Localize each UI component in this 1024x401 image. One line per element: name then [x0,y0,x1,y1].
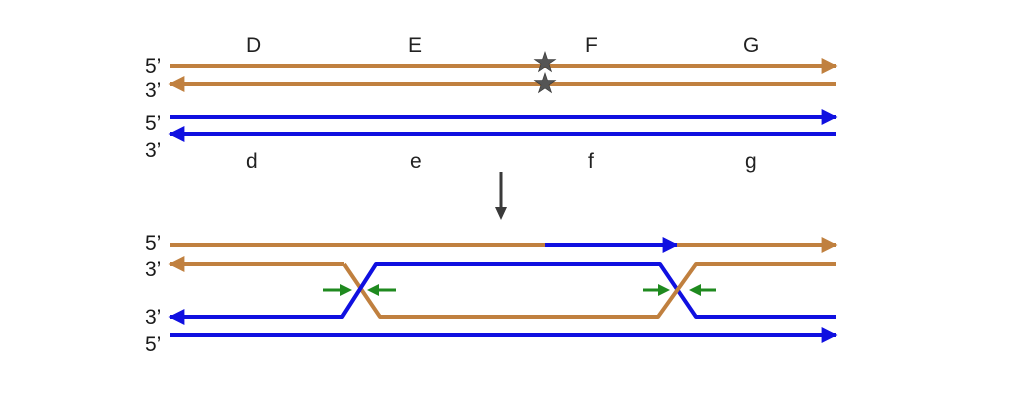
top-strand-end-4: 3’ [145,139,161,162]
gene-label-G: G [743,34,759,57]
top-strand-end-3: 5’ [145,112,161,135]
green-arrow-icon [689,284,716,296]
green-arrow-icon [323,284,352,296]
top-strand-end-2: 3’ [145,79,161,102]
bottom-strand-end-3: 3’ [145,306,161,329]
gene-label-D: D [246,34,261,57]
top-strand-end-1: 5’ [145,55,161,78]
gene-label-E: E [408,34,422,57]
green-arrow-icon [367,284,396,296]
bottom-strand-2-brown-cross-right [560,262,836,319]
bottom-panel: 5’ 3’ 3’ 5’ [145,232,838,356]
gene-label-f: f [588,150,594,173]
green-arrow-icon [643,284,670,296]
gene-label-e: e [410,150,422,173]
top-panel: 5’ 3’ 5’ 3’ D E F G d e f g [145,34,838,173]
bottom-strand-blue-cross [170,262,836,319]
bottom-strand-end-1: 5’ [145,232,161,255]
gene-label-g: g [745,150,757,173]
star-icon [533,72,557,94]
bottom-strand-end-2: 3’ [145,258,161,281]
bottom-strand-end-4: 5’ [145,333,161,356]
star-icon [533,51,557,73]
gene-label-F: F [585,34,598,57]
down-arrow-icon [495,172,507,220]
bottom-strand-2-brown-cross-left [342,262,560,319]
gene-label-d: d [246,150,258,173]
